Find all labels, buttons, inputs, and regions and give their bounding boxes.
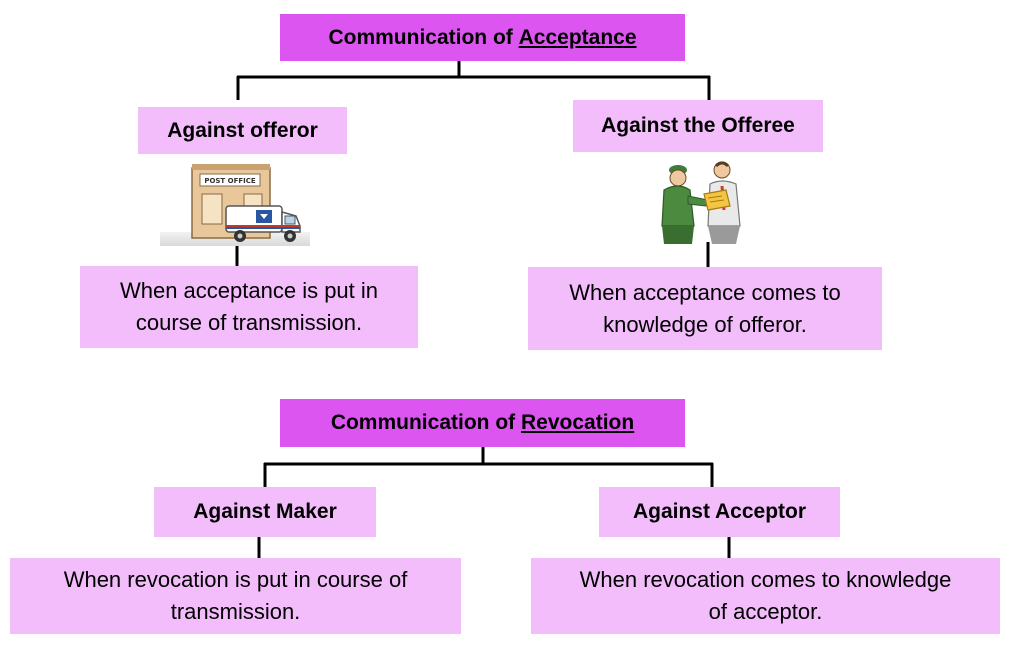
post-office-sign: POST OFFICE bbox=[204, 177, 256, 185]
revocation-right-detail: When revocation comes to knowledge of ac… bbox=[531, 558, 1000, 634]
acceptance-left-detail: When acceptance is put in course of tran… bbox=[80, 266, 418, 348]
acceptance-right-detail-line2: knowledge of offeror. bbox=[603, 311, 807, 337]
revocation-left-node: Against Maker bbox=[154, 487, 376, 537]
revocation-left-detail: When revocation is put in course of tran… bbox=[10, 558, 461, 634]
acceptance-right-detail-line1: When acceptance comes to bbox=[569, 279, 841, 305]
revocation-right-label: Against Acceptor bbox=[632, 500, 807, 523]
acceptance-right-label: Against the Offeree bbox=[601, 114, 795, 137]
revocation-right-node: Against Acceptor bbox=[599, 487, 840, 537]
people-exchanging-letter-icon bbox=[661, 161, 741, 244]
revocation-left-label: Against Maker bbox=[193, 500, 337, 523]
acceptance-left-detail-line2: course of transmission. bbox=[135, 310, 363, 335]
revocation-root-prefix: Communication of bbox=[330, 411, 521, 434]
revocation-left-detail-line2: transmission. bbox=[170, 599, 301, 624]
revocation-root-node: Communication of Revocation bbox=[280, 399, 685, 447]
revocation-left-detail-line1: When revocation is put in course of bbox=[63, 567, 408, 592]
acceptance-right-detail: When acceptance comes to knowledge of of… bbox=[528, 267, 882, 350]
acceptance-left-node: Against offeror bbox=[138, 107, 347, 154]
acceptance-root-node: Communication of Acceptance bbox=[280, 14, 685, 61]
acceptance-root-prefix: Communication of bbox=[328, 25, 519, 49]
acceptance-left-detail-line1: When acceptance is put in bbox=[119, 278, 379, 303]
acceptance-root-keyword: Acceptance bbox=[518, 25, 637, 49]
revocation-right-detail-line2: of acceptor. bbox=[708, 599, 823, 624]
revocation-right-detail-line1: When revocation comes to knowledge bbox=[579, 567, 952, 592]
post-office-van-icon: POST OFFICE bbox=[160, 164, 310, 246]
acceptance-right-node: Against the Offeree bbox=[573, 100, 823, 152]
acceptance-left-label: Against offeror bbox=[167, 118, 318, 142]
revocation-root-keyword: Revocation bbox=[520, 411, 635, 434]
